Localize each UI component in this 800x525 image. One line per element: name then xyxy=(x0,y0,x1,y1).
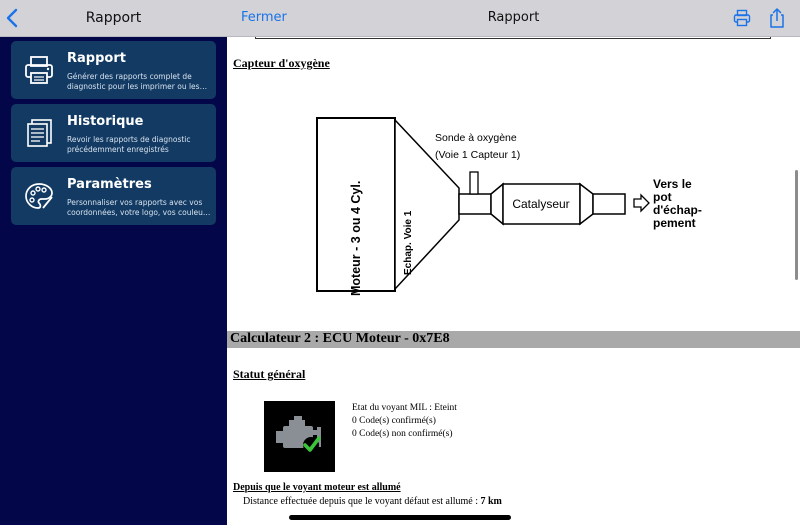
engine-block xyxy=(316,117,396,292)
exit-label: pot xyxy=(653,190,672,204)
sensor-housing xyxy=(458,193,492,215)
report-title: Rapport xyxy=(487,10,540,25)
mil-distance-label: Distance effectuée depuis que le voyant … xyxy=(243,496,478,507)
engine-check-icon xyxy=(276,416,321,453)
catalyst-label: Catalyseur xyxy=(512,197,569,211)
report-document[interactable]: Capteur d'oxygène Moteur - 3 ou 4 Cyl. E… xyxy=(227,37,800,525)
ecu-header-bar: Calculateur 2 : ECU Moteur - 0x7E8 xyxy=(227,331,800,348)
unconfirmed-codes-line: 0 Code(s) non confirmé(s) xyxy=(352,429,453,439)
sidebar-item-label: Paramètres xyxy=(67,177,152,192)
exit-label: d'échap- xyxy=(653,203,702,217)
exit-label: Vers le xyxy=(653,177,692,191)
mil-distance-line: Distance effectuée depuis que le voyant … xyxy=(243,496,502,507)
sidebar: Rapport Rapport Générer des rapports com… xyxy=(0,0,227,525)
mil-on-heading: Depuis que le voyant moteur est allumé xyxy=(233,482,401,493)
sidebar-item-rapport[interactable]: Rapport Générer des rapports complet de … xyxy=(11,41,216,99)
catalyst-body xyxy=(502,183,581,225)
exit-arrow xyxy=(633,193,650,213)
catalyst-inlet xyxy=(490,182,504,226)
table-bottom-edge xyxy=(255,37,771,39)
chevron-left-icon[interactable] xyxy=(4,7,22,29)
sensor-label: (Voie 1 Capteur 1) xyxy=(435,149,520,161)
documents-icon xyxy=(27,119,52,147)
exhaust-label: Echap. Voie 1 xyxy=(403,210,414,275)
sidebar-title: Rapport xyxy=(85,10,142,26)
mil-state-line: Etat du voyant MIL : Eteint xyxy=(352,403,457,413)
engine-label: Moteur - 3 ou 4 Cyl. xyxy=(349,181,363,296)
report-header: Fermer Rapport xyxy=(227,0,800,37)
engine-status-image xyxy=(264,401,335,472)
home-indicator[interactable] xyxy=(289,515,511,520)
oxygen-sensor-heading: Capteur d'oxygène xyxy=(233,56,330,70)
close-button[interactable]: Fermer xyxy=(241,10,287,25)
sidebar-item-label: Historique xyxy=(67,114,144,129)
share-icon[interactable] xyxy=(768,7,786,29)
mil-distance-value: 7 km xyxy=(480,496,502,507)
sensor-label: Sonde à oxygène xyxy=(435,132,517,144)
sensor-probe xyxy=(469,171,479,195)
tail-pipe xyxy=(592,193,626,215)
print-icon[interactable] xyxy=(733,9,751,27)
exit-label: pement xyxy=(653,216,696,230)
sidebar-item-description: Revoir les rapports de diagnostic précéd… xyxy=(67,135,191,154)
general-status-heading: Statut général xyxy=(233,367,306,381)
sidebar-item-historique[interactable]: Historique Revoir les rapports de diagno… xyxy=(11,104,216,162)
scrollbar[interactable] xyxy=(795,170,798,280)
printer-icon xyxy=(25,56,53,84)
sidebar-menu: Rapport Générer des rapports complet de … xyxy=(0,37,227,225)
sidebar-item-description: Générer des rapports complet de diagnost… xyxy=(67,72,208,91)
sidebar-item-parametres[interactable]: Paramètres Personnaliser vos rapports av… xyxy=(11,167,216,225)
catalyst-outlet xyxy=(579,182,594,226)
palette-icon xyxy=(25,183,53,209)
sidebar-item-description: Personnaliser vos rapports avec vos coor… xyxy=(67,198,211,217)
sidebar-header: Rapport xyxy=(0,0,227,37)
status-details: Etat du voyant MIL : Eteint 0 Code(s) co… xyxy=(352,402,457,441)
oxygen-sensor-diagram: Moteur - 3 ou 4 Cyl. Echap. Voie 1 Sonde… xyxy=(316,117,702,296)
confirmed-codes-line: 0 Code(s) confirmé(s) xyxy=(352,416,436,426)
exhaust-manifold xyxy=(394,118,460,291)
sidebar-item-label: Rapport xyxy=(67,51,126,66)
ecu-header-label: Calculateur 2 : ECU Moteur - 0x7E8 xyxy=(230,331,450,346)
report-viewer: Fermer Rapport Capteur d'oxygène Moteur … xyxy=(227,0,800,525)
